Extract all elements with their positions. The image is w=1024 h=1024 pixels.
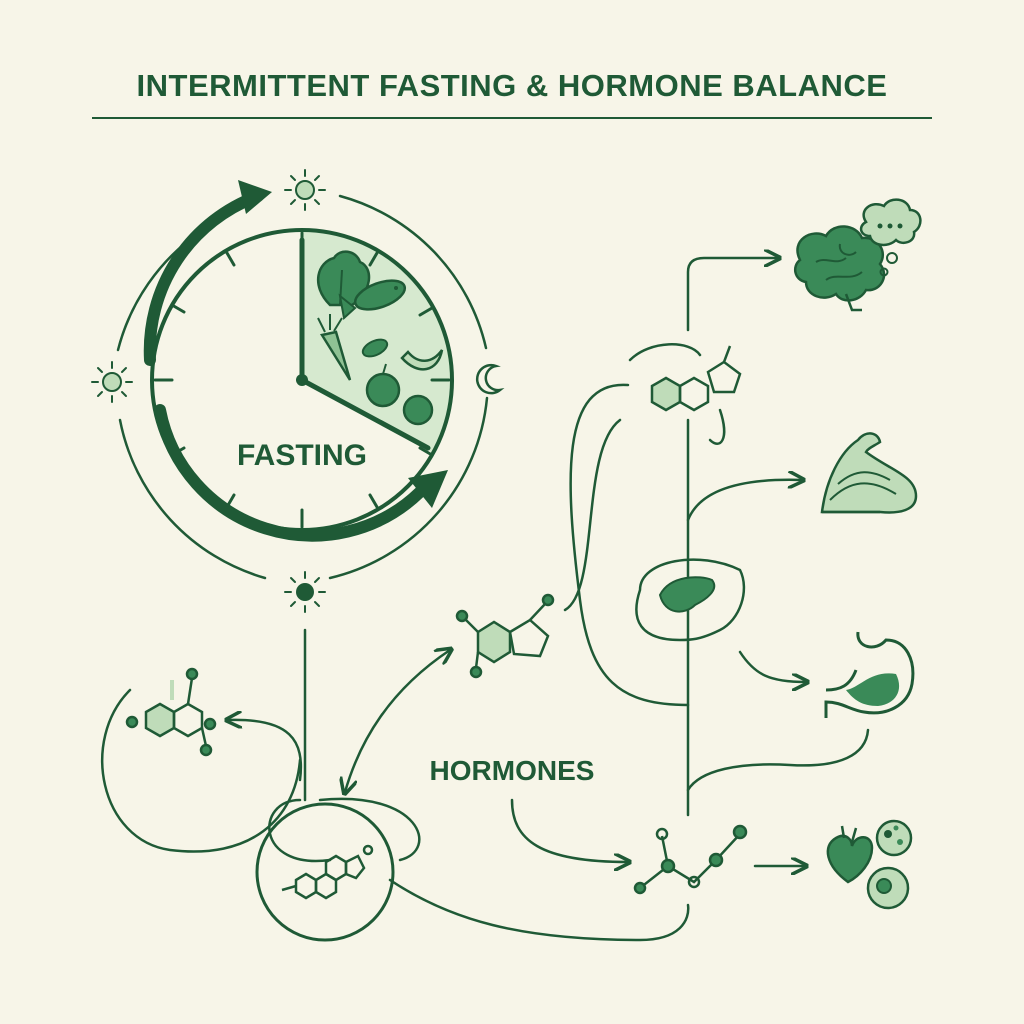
molecule-icon bbox=[455, 593, 555, 679]
fasting-clock: FASTING bbox=[116, 180, 489, 580]
connector-sweep bbox=[569, 383, 690, 707]
molecule-icon bbox=[650, 345, 742, 412]
molecule-icon bbox=[125, 667, 217, 757]
sun-icon bbox=[284, 571, 326, 613]
orange-icon bbox=[402, 394, 434, 426]
brain-icon bbox=[793, 225, 886, 312]
apple-icon bbox=[365, 363, 401, 408]
pancreas-icon bbox=[635, 558, 746, 642]
page-title: INTERMITTENT FASTING & HORMONE BALANCE bbox=[137, 68, 888, 103]
leafy-greens-icon bbox=[316, 250, 371, 307]
muscle-arm-icon bbox=[820, 432, 918, 514]
fish-icon bbox=[338, 279, 407, 320]
connector-bottom-right bbox=[388, 878, 690, 942]
molecule-icon bbox=[281, 844, 374, 900]
fasting-label: FASTING bbox=[237, 439, 367, 472]
sun-icon bbox=[91, 361, 133, 403]
cycle-arrow-bottom bbox=[154, 404, 426, 542]
sun-icon bbox=[284, 169, 326, 211]
cell-icon bbox=[866, 819, 913, 910]
connector-loop-left bbox=[100, 688, 302, 853]
orbit-ring bbox=[338, 194, 488, 350]
hormone-molecule-circle bbox=[255, 802, 395, 942]
molecule-icon bbox=[633, 824, 748, 895]
banana-icon bbox=[400, 349, 444, 371]
cucumber-icon bbox=[361, 338, 389, 358]
stomach-icon bbox=[824, 631, 915, 718]
clock-hand-hour bbox=[299, 377, 431, 451]
cycle-arrow-top bbox=[143, 190, 264, 366]
heart-icon bbox=[826, 825, 874, 884]
thought-bubble-icon bbox=[859, 198, 922, 277]
hormones-label: HORMONES bbox=[430, 755, 595, 786]
carrot-icon bbox=[317, 314, 352, 381]
moon-icon bbox=[475, 363, 505, 395]
